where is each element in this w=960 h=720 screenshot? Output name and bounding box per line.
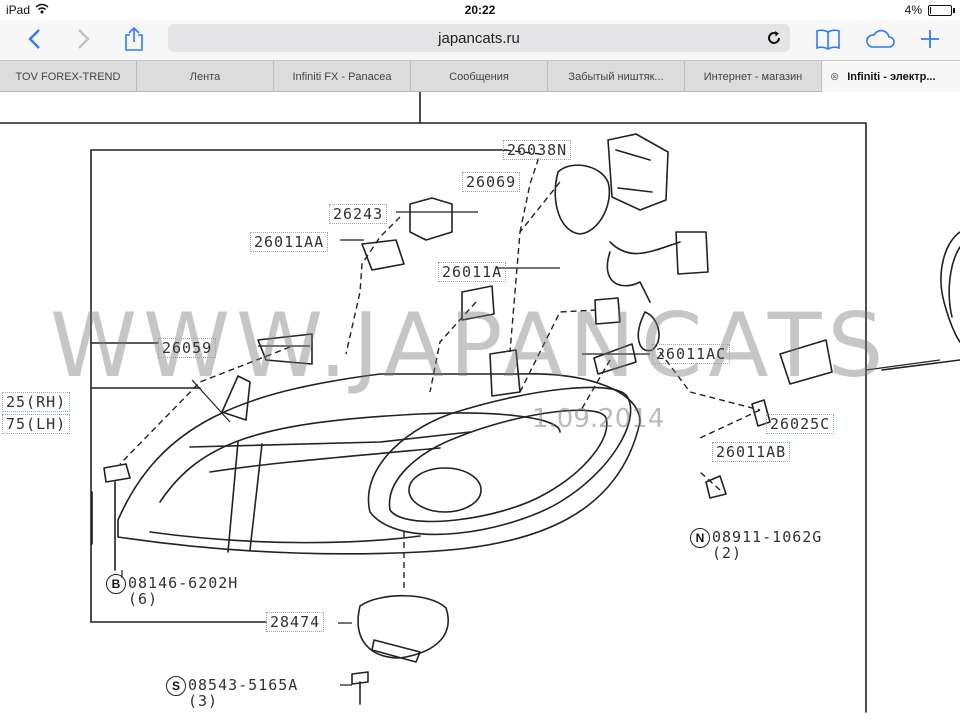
share-button[interactable] [118,24,150,54]
tab-forgotten[interactable]: Забытый ништяк... [548,61,685,92]
tab-lenta[interactable]: Лента [137,61,274,92]
watermark: WWW.JAPANCATS [50,294,890,397]
part-75-lh[interactable]: 75(LH) [2,414,71,434]
lamp-ring [367,386,632,536]
tab-label: Забытый ништяк... [568,70,664,83]
close-tab-icon[interactable]: ⊗ [830,71,840,83]
part-26025c[interactable]: 26025C [766,414,835,434]
status-bar: iPad 20:22 4% [0,0,960,20]
tab-label: Infiniti FX - Panacea [292,70,392,83]
watermark-date: 1.09.2014 [532,404,665,434]
tab-label: Сообщения [449,70,509,83]
bracket-28474 [357,594,449,659]
cover-26069 [554,164,611,235]
bulb-26038n [607,133,669,211]
part-08543-5165a[interactable]: 08543-5165A [188,676,299,694]
part-25-rh[interactable]: 25(RH) [2,392,71,412]
part-08911-qty: (2) [712,544,743,562]
web-content: WWW.JAPANCATS 1.09.2014 26038N 26069 262… [0,92,960,720]
device-name: iPad [6,3,31,17]
part-26243[interactable]: 26243 [329,204,388,224]
back-icon [28,29,40,49]
plus-icon [921,30,939,48]
part-08146-qty: (6) [128,590,159,608]
battery-icon [928,4,955,16]
tab-label: Infiniti - электр... [847,70,936,83]
wifi-icon [35,3,49,17]
tab-label: TOV FOREX-TREND [15,70,121,83]
part-26011a[interactable]: 26011A [438,262,507,282]
battery-percent: 4% [904,3,922,17]
tab-tov-forex[interactable]: TOV FOREX-TREND [0,61,137,92]
share-icon [125,26,143,51]
parts-diagram [0,92,960,713]
part-26011aa[interactable]: 26011AA [250,232,329,252]
url-text: japancats.ru [438,30,520,47]
tab-bar: TOV FOREX-TREND Лента Infiniti FX - Pana… [0,60,960,92]
part-26011ab[interactable]: 26011AB [712,442,791,462]
part-26038n[interactable]: 26038N [503,140,572,160]
tab-internet-shop[interactable]: Интернет - магазин [685,61,822,92]
bookmarks-button[interactable] [812,24,844,54]
part-26059[interactable]: 26059 [158,338,217,358]
icloud-tabs-button[interactable] [864,24,896,54]
part-08543-qty: (3) [188,692,219,710]
tab-infiniti-panacea[interactable]: Infiniti FX - Panacea [274,61,411,92]
forward-button[interactable] [68,24,100,54]
marker-b: B [106,574,126,594]
part-26069[interactable]: 26069 [462,172,521,192]
clock: 20:22 [464,3,496,17]
part-26011ac[interactable]: 26011AC [652,344,731,364]
part-28474[interactable]: 28474 [266,612,325,632]
tab-label: Лента [189,70,221,83]
address-bar[interactable]: japancats.ru [168,24,790,52]
reload-button[interactable] [764,28,784,48]
tab-infiniti-active[interactable]: ⊗ Infiniti - электр... [822,61,960,92]
marker-s: S [166,676,186,696]
new-tab-button[interactable] [914,24,946,54]
browser-toolbar: japancats.ru [0,20,960,60]
tab-label: Интернет - магазин [703,70,803,83]
book-icon [816,29,840,50]
part-08911-1062g[interactable]: 08911-1062G [712,528,823,546]
marker-n: N [690,528,710,548]
part-08146-6202h[interactable]: 08146-6202H [128,574,239,592]
forward-icon [78,29,90,49]
tab-messages[interactable]: Сообщения [411,61,548,92]
cloud-icon [866,29,895,48]
back-button[interactable] [18,24,50,54]
reload-icon [768,31,780,44]
